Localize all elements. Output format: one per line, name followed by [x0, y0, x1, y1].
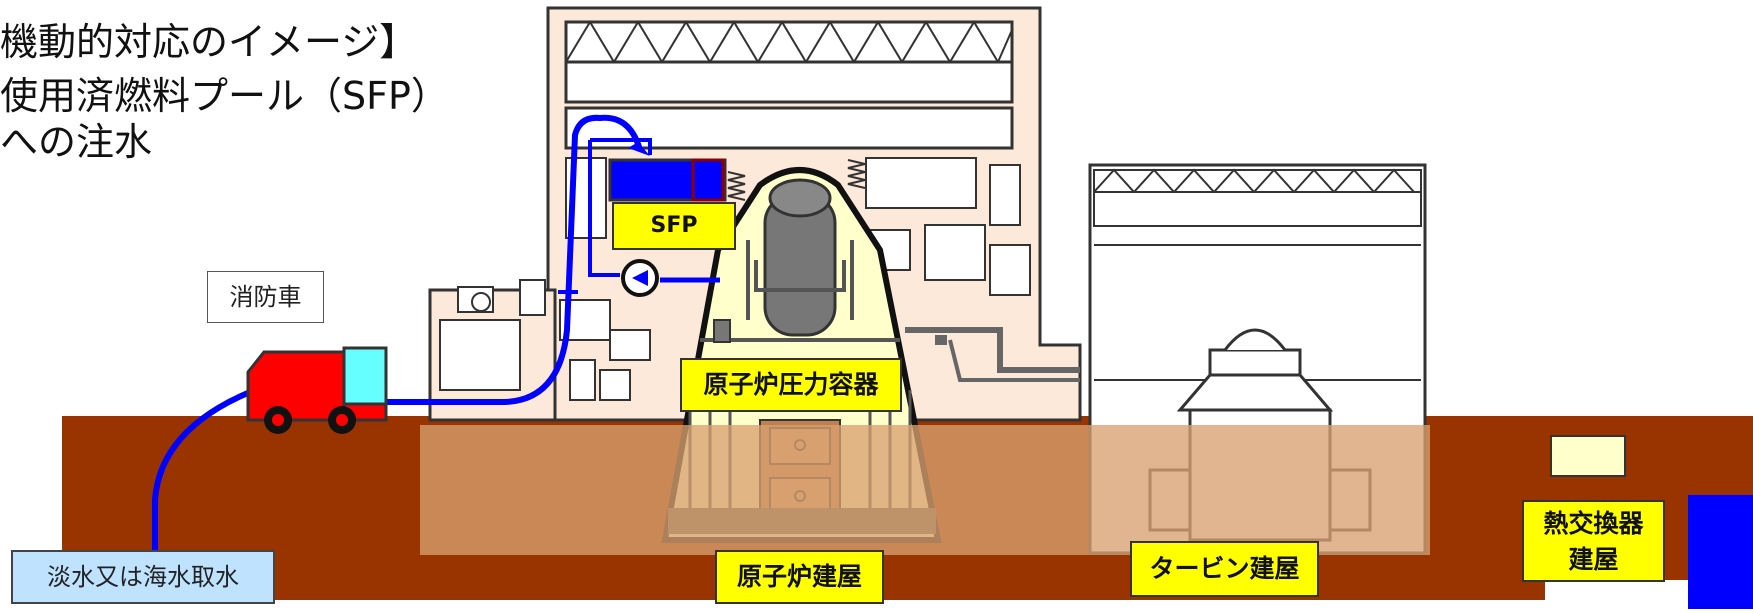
water-line: [152, 114, 720, 580]
reactor-building-label: 原子炉建屋: [715, 550, 884, 604]
heat-exchanger-building-label: 熱交換器 建屋: [1522, 500, 1665, 582]
ground-lower-strip: [1545, 580, 1688, 609]
spent-fuel-pool: [608, 158, 727, 202]
water-intake-label: 淡水又は海水取水: [11, 550, 275, 604]
turbine-building-label: タービン建屋: [1130, 541, 1319, 597]
reactor-pressure-vessel-label: 原子炉圧力容器: [680, 358, 902, 412]
sea: [1688, 495, 1753, 609]
heat-exchanger-block: [1550, 435, 1626, 477]
heat-exchanger-label-line1: 熱交換器: [1543, 509, 1644, 538]
fire-truck: [246, 346, 388, 434]
sfp-label: SFP: [612, 202, 736, 250]
title-line-3: への注水: [0, 120, 153, 164]
title-line-2: 使用済燃料プール（SFP）: [0, 74, 449, 118]
title-line-1: 機動的対応のイメージ】: [0, 20, 418, 64]
fire-truck-label: 消防車: [207, 271, 324, 323]
underground-overlay: [415, 425, 1430, 555]
heat-exchanger-label-line2: 建屋: [1568, 545, 1619, 574]
